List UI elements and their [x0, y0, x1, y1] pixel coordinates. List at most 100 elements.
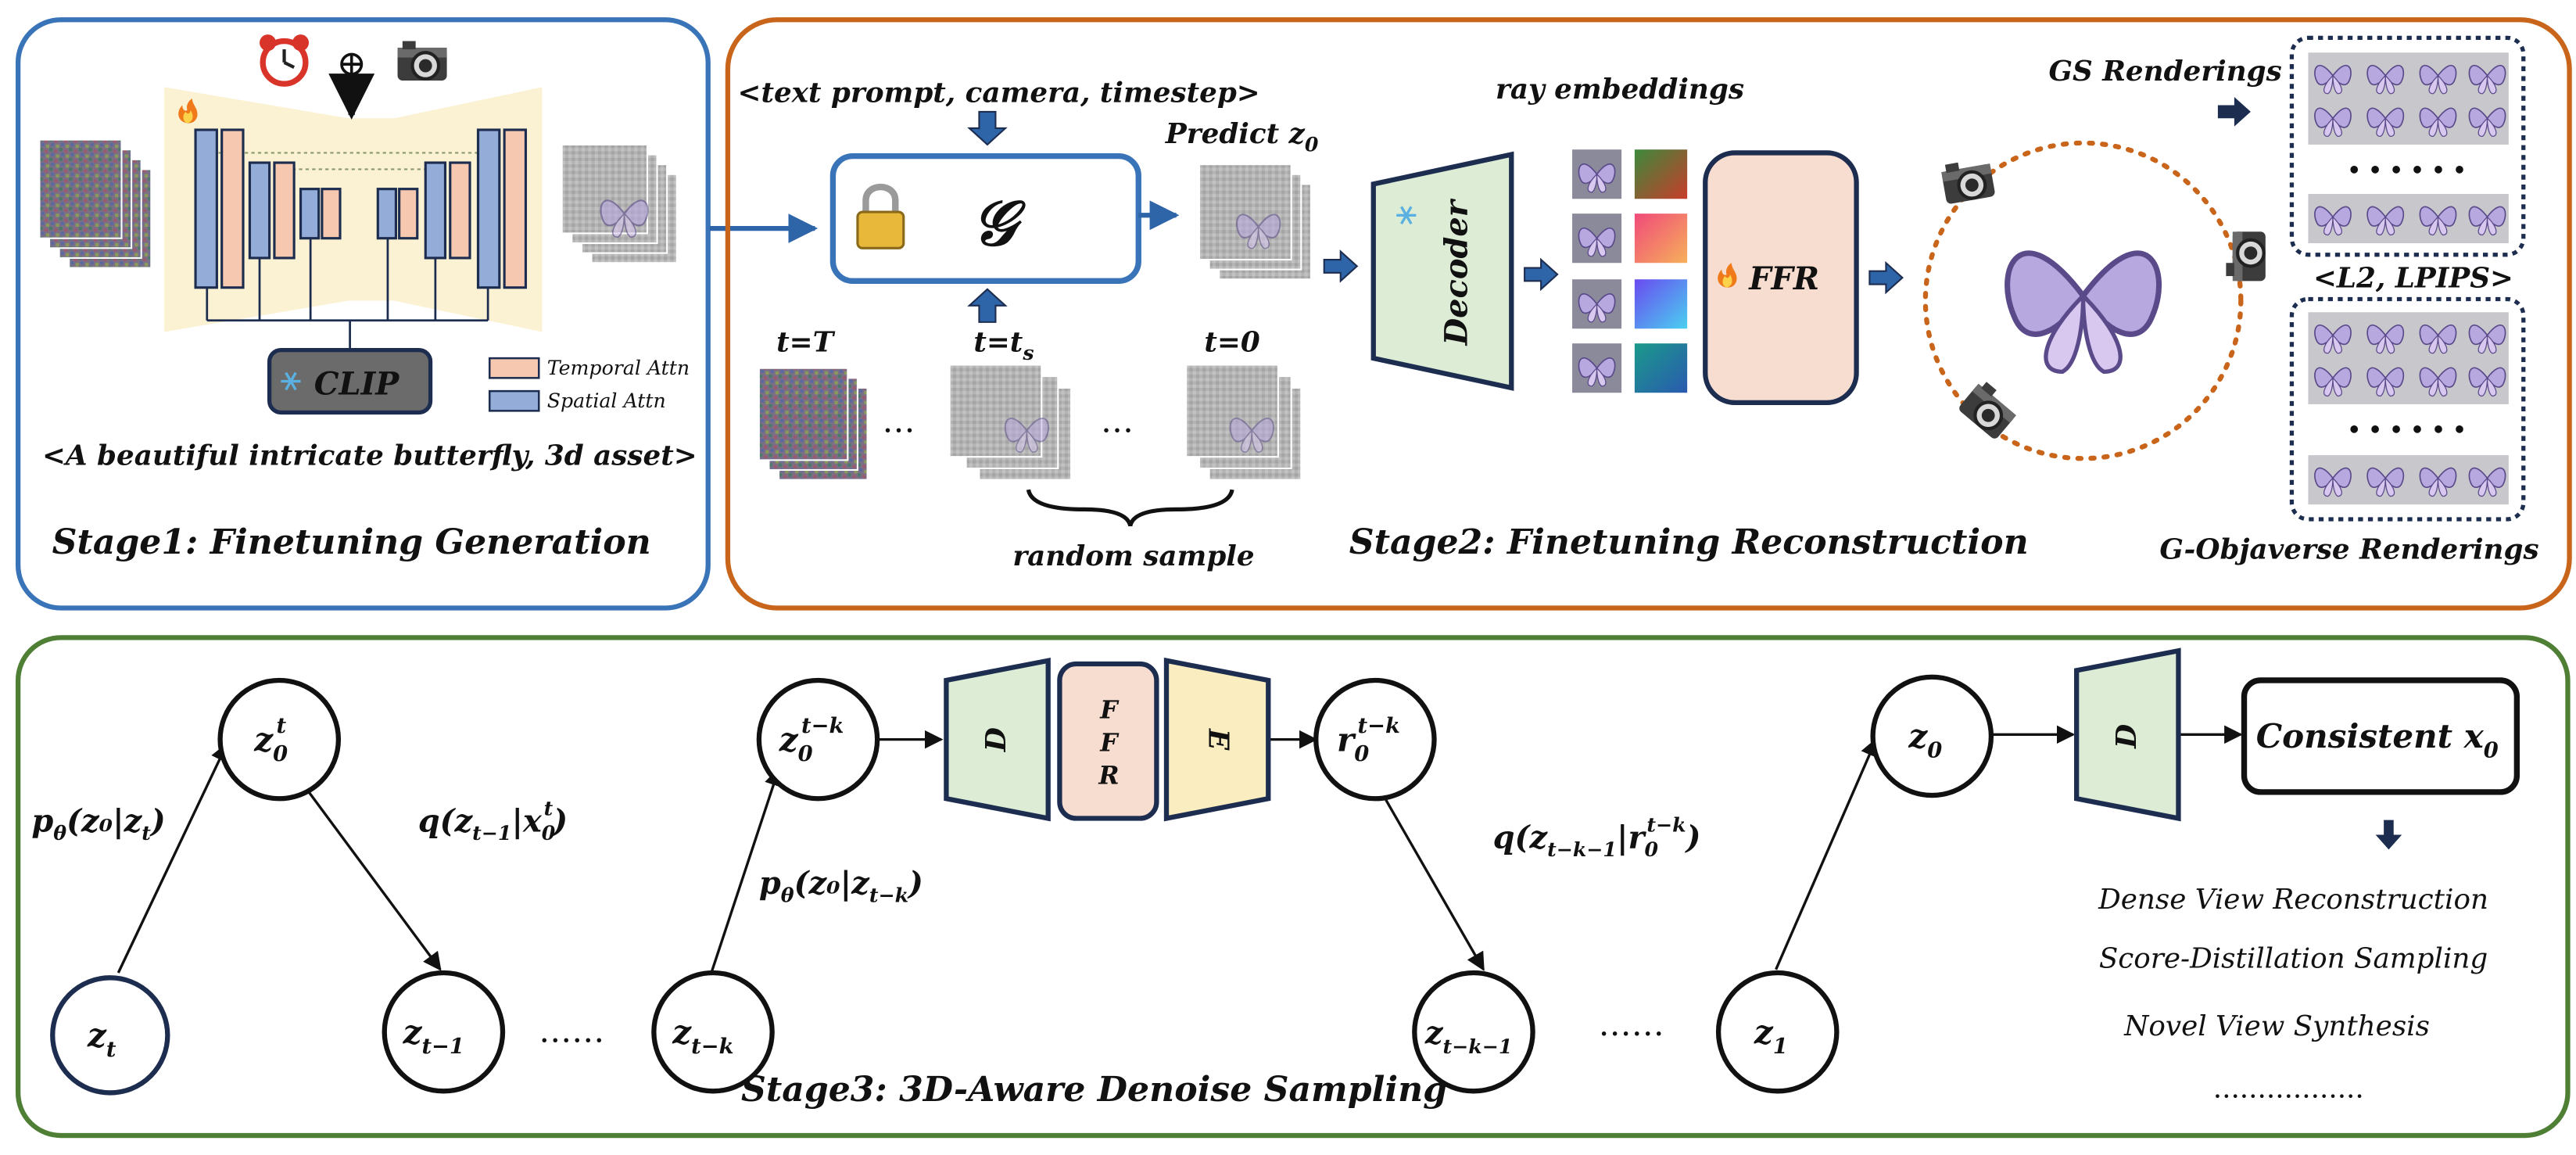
node-z1: z1	[1715, 970, 1840, 1094]
node-zt: zt	[50, 975, 170, 1096]
dots-1: ……	[539, 1011, 604, 1049]
ray-embeddings-label: ray embeddings	[1496, 73, 1744, 106]
decoder-to-ray-arrow	[1524, 257, 1559, 292]
ffr-to-render-arrow	[1868, 260, 1904, 295]
edge-r0tk-to-ztk1	[1381, 795, 1485, 971]
noise-latent-tT	[758, 367, 869, 481]
edge-z1-to-z0	[1775, 737, 1879, 970]
q-label-2: q(zt−k−1|r0t−k)	[1493, 812, 1701, 861]
gs-render-grid	[2308, 52, 2509, 244]
alarm-clock-icon	[260, 34, 310, 87]
predict-to-decoder-arrow	[1323, 249, 1359, 283]
legend-spatial-label: Spatial Attn	[547, 389, 666, 412]
d-label: D	[980, 727, 1012, 752]
applications-arrow	[2375, 820, 2402, 850]
svg-text:zt−k: zt−k	[672, 1013, 733, 1059]
dots-2: ……	[1599, 1005, 1664, 1043]
app-dense-view: Dense View Reconstruction	[2098, 884, 2488, 916]
legend-temporal-label: Temporal Attn	[547, 357, 690, 379]
loss-label: <L2, LPIPS>	[2313, 262, 2513, 295]
t-0-label: t=0	[1204, 326, 1259, 359]
encoder-block	[1163, 657, 1271, 822]
ffr-block-stage3	[1057, 661, 1159, 821]
ellipsis-2: …	[1101, 402, 1134, 440]
condition-label: <text prompt, camera, timestep>	[738, 76, 1260, 109]
app-sds: Score-Distillation Sampling	[2099, 943, 2488, 975]
noise-input-stack	[38, 138, 152, 269]
camera-icon-orbit-2	[2226, 231, 2265, 281]
gs-renderings-label: GS Renderings	[2049, 55, 2282, 88]
random-sample-brace	[1026, 489, 1234, 527]
ffr-block	[1703, 150, 1859, 405]
node-r0-t-minus-k: r0t−k	[1313, 677, 1437, 802]
svg-text:z1: z1	[1754, 1013, 1788, 1059]
consistent-label: Consistent x0	[2256, 717, 2499, 763]
app-more: .................	[2213, 1073, 2364, 1105]
timestep-up-arrow	[967, 288, 1008, 323]
camera-icon-orbit-3	[1958, 378, 2021, 440]
camera-orbit	[1922, 140, 2244, 461]
random-sample-label: random sample	[1012, 540, 1254, 572]
edge-ztk-to-z0tk	[710, 767, 783, 974]
svg-text:zt−1: zt−1	[403, 1013, 464, 1059]
stage3-title: Stage3: 3D-Aware Denoise Sampling	[741, 1070, 1447, 1110]
gobjaverse-renderings-box	[2289, 296, 2526, 522]
svg-text:zt: zt	[87, 1017, 116, 1063]
camera-icon-orbit-1	[1940, 157, 1996, 205]
edge-z0t-to-zt1	[307, 791, 442, 971]
ellipsis-1: …	[882, 402, 915, 440]
noise-latent-ts	[948, 364, 1073, 481]
node-z0-t-minus-k: z0t−k	[756, 677, 880, 802]
stage1-panel: ⊕ CLIP Temporal Attn Spatial Attn <A bea…	[15, 17, 711, 611]
predicted-latent-stack	[1198, 163, 1312, 281]
gs-arrow	[2217, 96, 2251, 127]
unet-attention-blocks	[194, 128, 528, 289]
stage2-panel: <text prompt, camera, timestep> 𝒢 Predic…	[725, 17, 2572, 611]
node-z0t: z0t	[217, 677, 342, 802]
ffr-label: FFR	[1748, 261, 1819, 297]
noise-latent-t0	[1185, 364, 1302, 481]
lock-icon	[856, 183, 905, 249]
d2-label: D	[2110, 724, 2143, 749]
p-theta-label-1: pθ(z₀|zt)	[31, 803, 165, 845]
app-nvs: Novel View Synthesis	[2123, 1010, 2430, 1042]
e-label: E	[1202, 728, 1235, 751]
edge-zt-to-z0t	[116, 742, 228, 974]
svg-text:r0t−k: r0t−k	[1337, 713, 1400, 766]
f-label-2: F	[1099, 728, 1120, 757]
gobjaverse-renderings-label: G-Objaverse Renderings	[2159, 533, 2538, 565]
stage3-panel: zt z0t zt−1 …… zt−k z0t−k D F F R E r0t	[15, 635, 2571, 1139]
gobjaverse-dots: • • • • • •	[2347, 418, 2466, 443]
svg-text:z0: z0	[1908, 717, 1942, 763]
condition-down-arrow	[967, 110, 1008, 146]
stage1-title: Stage1: Finetuning Generation	[52, 522, 651, 562]
generator-box	[829, 152, 1141, 285]
predict-z0-label: Predict z0	[1165, 117, 1319, 156]
t-T-label: t=T	[776, 326, 835, 359]
ray-embedding-grid	[1572, 149, 1688, 393]
svg-text:zt−k−1: zt−k−1	[1424, 1015, 1513, 1058]
stage1-prompt: <A beautiful intricate butterfly, 3d ass…	[42, 439, 697, 472]
output-latent-stack	[561, 143, 678, 264]
node-zt-minus-k-minus-1: zt−k−1	[1412, 970, 1535, 1094]
decoder-label: Decoder	[1439, 198, 1475, 346]
consistent-output-box	[2241, 677, 2520, 795]
gs-dots: • • • • • •	[2347, 159, 2466, 183]
node-zt-minus-k: zt−k	[651, 970, 775, 1094]
t-ts-label: t=ts	[973, 326, 1034, 365]
q-label-1: q(zt−1|x0t)	[418, 796, 568, 845]
f-label-1: F	[1099, 695, 1120, 724]
decoder-block-stage3	[944, 657, 1051, 822]
gobjaverse-render-grid	[2308, 312, 2509, 505]
plus-symbol: ⊕	[336, 42, 367, 84]
legend: Temporal Attn Spatial Attn	[488, 357, 690, 412]
decoder-block-final	[2074, 647, 2181, 822]
node-z0: z0	[1870, 674, 1994, 798]
gs-renderings-box	[2289, 35, 2526, 257]
p-theta-label-2: pθ(z₀|zt−k)	[759, 866, 923, 907]
svg-text:z0t: z0t	[253, 713, 288, 766]
r-label: R	[1098, 761, 1119, 790]
clip-label: CLIP	[314, 366, 399, 402]
svg-text:z0t−k: z0t−k	[779, 713, 844, 766]
